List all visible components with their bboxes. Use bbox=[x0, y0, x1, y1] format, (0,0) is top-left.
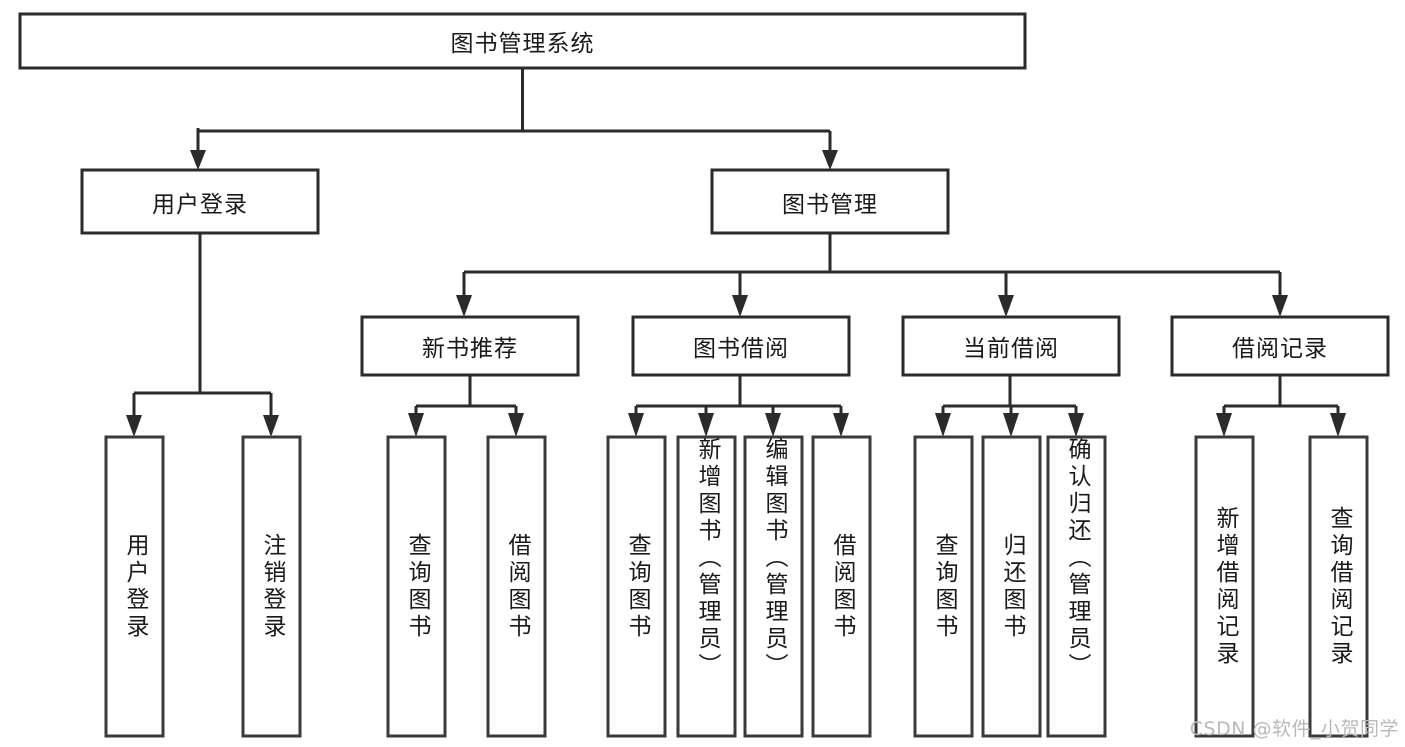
arrow-head-leaf-user-login bbox=[126, 415, 142, 437]
node-box-leaf-logout[interactable] bbox=[241, 435, 302, 738]
node-box-leaf-query-book-3[interactable] bbox=[913, 435, 974, 738]
connector-group-borrowrecord-leaves bbox=[1216, 375, 1346, 437]
node-box-leaf-query-book-2[interactable] bbox=[606, 435, 667, 738]
node-box-leaf-add-book[interactable] bbox=[676, 435, 737, 738]
node-box-leaf-add-record[interactable] bbox=[1194, 435, 1255, 738]
connector-group-newbook-leaves bbox=[408, 375, 524, 437]
arrow-head-book-borrow bbox=[732, 295, 748, 317]
arrow-head-book-manage bbox=[822, 150, 838, 170]
node-box-leaf-borrow-book-2[interactable] bbox=[811, 435, 872, 738]
node-box-leaf-borrow-book-1[interactable] bbox=[486, 435, 547, 738]
arrow-head-current-borrow bbox=[998, 295, 1014, 317]
node-box-book-manage[interactable] bbox=[710, 168, 950, 235]
connector-group-currentborrow-leaves bbox=[935, 375, 1084, 437]
arrow-head-leaf-logout bbox=[263, 415, 279, 437]
arrow-head-user-login bbox=[190, 150, 206, 170]
connector-group-bookmanage-level3 bbox=[456, 233, 1288, 317]
node-box-leaf-query-book-1[interactable] bbox=[386, 435, 447, 738]
arrow-head-leaf-return-book bbox=[1003, 413, 1019, 437]
node-box-borrow-record[interactable] bbox=[1170, 315, 1390, 377]
connector-group-bookborrow-leaves bbox=[628, 375, 849, 437]
connector-group-root-to-level2 bbox=[190, 68, 838, 170]
node-box-current-borrow[interactable] bbox=[901, 315, 1121, 377]
connector-group-userlogin-leaves bbox=[126, 233, 279, 437]
arrow-head-leaf-query-record bbox=[1330, 413, 1346, 437]
arrow-head-leaf-borrow-book-1 bbox=[508, 413, 524, 437]
node-box-new-book-rec[interactable] bbox=[360, 315, 580, 377]
arrow-head-new-book-rec bbox=[456, 295, 472, 317]
node-box-user-login[interactable] bbox=[80, 168, 320, 235]
node-box-leaf-user-login[interactable] bbox=[104, 435, 165, 738]
node-box-book-borrow[interactable] bbox=[631, 315, 851, 377]
arrow-head-leaf-confirm-return bbox=[1068, 413, 1084, 437]
node-box-leaf-edit-book[interactable] bbox=[743, 435, 804, 738]
arrow-head-leaf-query-book-2 bbox=[628, 413, 644, 437]
arrow-head-leaf-edit-book bbox=[765, 413, 781, 437]
arrow-head-leaf-add-record bbox=[1216, 413, 1232, 437]
arrow-head-borrow-record bbox=[1272, 295, 1288, 317]
node-box-root[interactable] bbox=[18, 12, 1027, 70]
node-box-leaf-confirm-return[interactable] bbox=[1046, 435, 1107, 738]
arrow-head-leaf-add-book bbox=[698, 413, 714, 437]
arrow-head-leaf-query-book-3 bbox=[935, 413, 951, 437]
node-box-leaf-return-book[interactable] bbox=[981, 435, 1042, 738]
arrow-head-leaf-borrow-book-2 bbox=[833, 413, 849, 437]
node-box-leaf-query-record[interactable] bbox=[1308, 435, 1369, 738]
arrow-head-leaf-query-book-1 bbox=[408, 413, 424, 437]
